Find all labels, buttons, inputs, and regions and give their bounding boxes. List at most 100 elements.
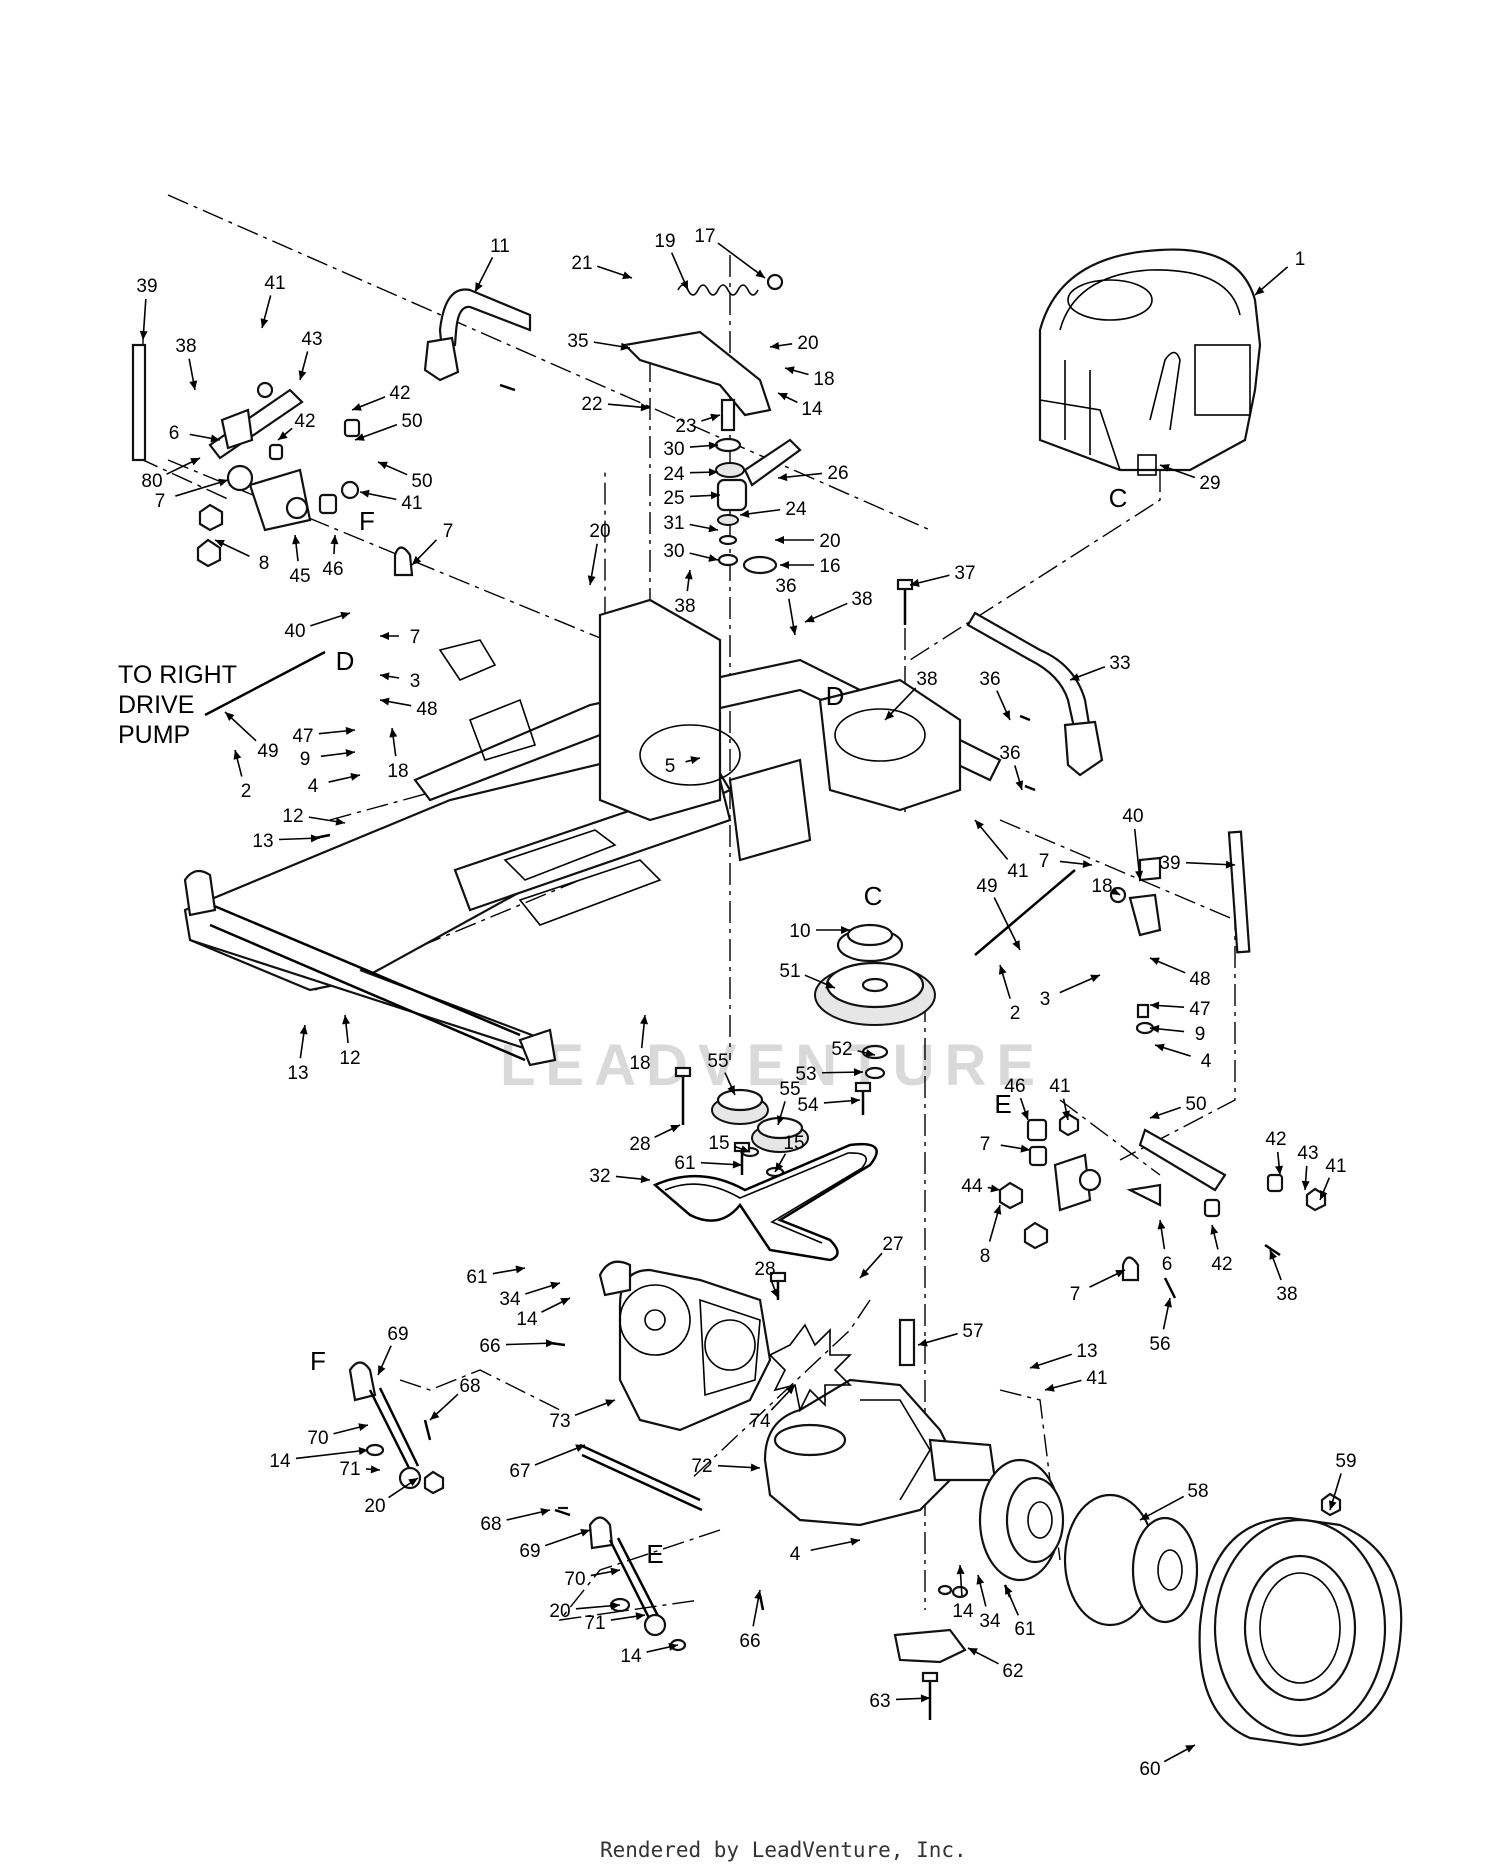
callout-number: 23 xyxy=(675,416,696,437)
callout-24: 24 xyxy=(739,499,807,520)
leader-arrowhead xyxy=(778,392,788,401)
leader-arrowhead xyxy=(370,1465,380,1474)
callout-number: 46 xyxy=(1004,1076,1025,1097)
leader-arrowhead xyxy=(260,318,269,328)
callout-43: 43 xyxy=(1297,1143,1319,1191)
callout-20: 20 xyxy=(364,1477,419,1517)
leader-arrowhead xyxy=(1062,1110,1070,1120)
callout-number: 7 xyxy=(155,491,166,512)
callout-53: 53 xyxy=(795,1064,864,1085)
hydrostatic-pumps xyxy=(598,1260,997,1527)
leader-arrowhead xyxy=(841,926,850,934)
callout-49: 49 xyxy=(976,876,1021,951)
callout-28: 28 xyxy=(754,1259,779,1299)
callout-number: 71 xyxy=(584,1613,605,1634)
leader-arrowhead xyxy=(740,1145,750,1154)
leader-arrowhead xyxy=(1160,464,1170,472)
callout-number: 66 xyxy=(479,1336,500,1357)
leader-arrowhead xyxy=(976,1575,985,1585)
callout-number: 36 xyxy=(775,576,796,597)
leader-arrowhead xyxy=(778,473,788,482)
callout-number: 8 xyxy=(259,553,270,574)
callout-9: 9 xyxy=(1149,1024,1205,1045)
callout-number: 22 xyxy=(581,394,602,415)
leader-arrowhead xyxy=(340,611,350,620)
leader-arrowhead xyxy=(358,1447,368,1455)
callout-number: 36 xyxy=(979,669,1000,690)
leader-arrowhead xyxy=(580,1529,590,1537)
leader-arrowhead xyxy=(622,271,632,280)
callout-number: 39 xyxy=(136,276,157,297)
callout-67: 67 xyxy=(509,1444,586,1482)
callout-54: 54 xyxy=(797,1095,861,1116)
callout-4: 4 xyxy=(1154,1043,1212,1072)
wheel-hub xyxy=(978,1458,1342,1627)
callout-43: 43 xyxy=(298,329,323,381)
callout-20: 20 xyxy=(769,333,819,354)
callout-3: 3 xyxy=(1040,974,1101,1010)
callout-number: 7 xyxy=(443,521,454,542)
callout-26: 26 xyxy=(777,463,849,484)
callout-number: 48 xyxy=(1189,969,1210,990)
callout-60: 60 xyxy=(1139,1744,1196,1780)
callout-37: 37 xyxy=(909,563,976,587)
leader-arrowhead xyxy=(587,575,596,585)
leader-arrowhead xyxy=(610,1601,620,1610)
leader-arrowhead xyxy=(1020,1144,1030,1153)
callout-55: 55 xyxy=(776,1079,801,1126)
callout-14: 14 xyxy=(516,1297,571,1330)
reference-letter-f: F xyxy=(359,506,375,536)
left-linkage-hardware xyxy=(196,381,414,577)
callout-7: 7 xyxy=(1039,851,1093,872)
callout-number: 53 xyxy=(795,1064,816,1085)
leader-arrowhead xyxy=(920,1694,930,1703)
callout-number: 14 xyxy=(952,1601,974,1622)
leader-arrowhead xyxy=(740,509,750,518)
callout-number: 10 xyxy=(789,921,810,942)
leader-arrowhead xyxy=(299,1025,308,1035)
callout-62: 62 xyxy=(967,1647,1024,1682)
callout-number: 42 xyxy=(1211,1254,1232,1275)
leader-arrowhead xyxy=(975,820,984,830)
leader-arrowhead xyxy=(550,1281,560,1290)
callout-number: 41 xyxy=(1049,1076,1070,1097)
leader-arrowhead xyxy=(708,468,718,477)
callout-number: 12 xyxy=(339,1048,360,1069)
leader-arrowhead xyxy=(850,1096,860,1105)
callout-34: 34 xyxy=(499,1281,561,1310)
leader-arrowhead xyxy=(225,712,235,721)
leader-arrowhead xyxy=(776,1115,785,1125)
leader-arrowhead xyxy=(575,1444,585,1452)
callout-12: 12 xyxy=(282,806,346,827)
callout-number: 26 xyxy=(827,463,848,484)
callout-number: 2 xyxy=(1010,1003,1021,1024)
leader-arrowhead xyxy=(355,433,365,441)
callout-57: 57 xyxy=(917,1321,984,1347)
leader-arrowhead xyxy=(215,540,225,548)
callout-13: 13 xyxy=(1029,1341,1098,1370)
leader-arrowhead xyxy=(710,491,720,500)
leader-arrowhead xyxy=(1140,1512,1150,1520)
callout-71: 71 xyxy=(339,1459,381,1480)
reference-letter-e: E xyxy=(994,1089,1011,1119)
leader-arrowhead xyxy=(885,710,895,720)
callout-58: 58 xyxy=(1139,1481,1209,1521)
reference-letter-c: C xyxy=(864,881,883,911)
callout-number: 43 xyxy=(1297,1143,1318,1164)
note-line-1: TO RIGHT xyxy=(118,661,237,689)
leader-arrowhead xyxy=(775,1162,784,1172)
callout-number: 55 xyxy=(707,1051,728,1072)
leader-arrowhead xyxy=(785,366,795,375)
leader-arrowhead xyxy=(990,1184,1000,1193)
callout-number: 38 xyxy=(916,669,937,690)
callout-56: 56 xyxy=(1149,1297,1172,1355)
leader-arrowhead xyxy=(640,1015,649,1025)
callout-number: 68 xyxy=(459,1376,480,1397)
callout-42: 42 xyxy=(1265,1129,1287,1176)
callout-number: 18 xyxy=(629,1053,650,1074)
leader-arrowhead xyxy=(335,817,345,826)
idler-spring-and-bracket xyxy=(622,273,784,417)
leader-arrowhead xyxy=(918,1338,928,1347)
